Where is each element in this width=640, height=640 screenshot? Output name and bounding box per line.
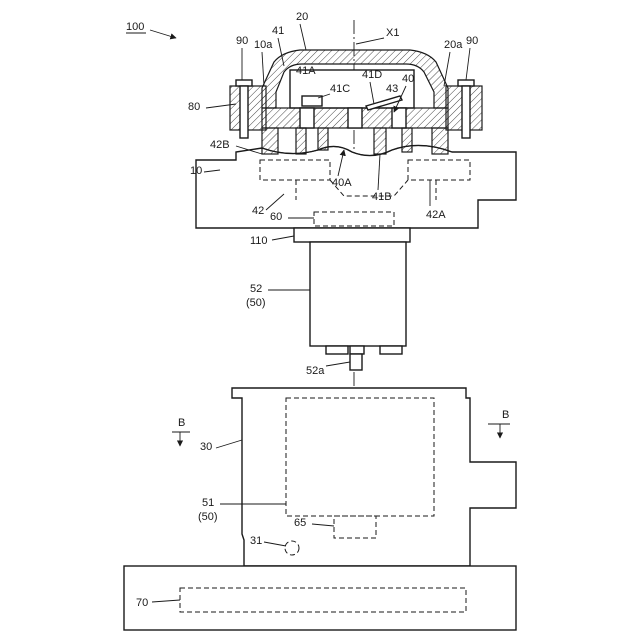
body-30	[232, 388, 516, 566]
plate-110	[294, 228, 410, 242]
label-51: 51	[202, 497, 214, 509]
lead-20	[300, 24, 306, 50]
motor-foot-right	[380, 346, 402, 354]
lead-110	[272, 236, 294, 240]
label-42: 42	[252, 205, 264, 217]
bolt-left-head	[236, 80, 252, 86]
label-10a: 10a	[254, 39, 273, 51]
port-2	[348, 108, 362, 128]
label-110: 110	[250, 235, 268, 247]
label-100: 100	[126, 21, 144, 33]
label-30: 30	[200, 441, 212, 453]
section-left-label: B	[178, 417, 185, 429]
lead-52a	[326, 362, 350, 366]
fin-41B	[374, 128, 386, 154]
fin-2	[296, 128, 306, 154]
port-1	[300, 108, 314, 128]
ref-100: 100	[126, 21, 176, 38]
lead-30	[216, 440, 242, 448]
lead-10a	[262, 52, 264, 86]
housing-10	[196, 145, 516, 228]
fin-left	[262, 128, 278, 154]
label-40-top: 40	[402, 73, 414, 85]
label-41B: 41B	[372, 191, 392, 203]
section-right-label: B	[502, 409, 509, 421]
label-51-sub: (50)	[198, 511, 218, 523]
label-20: 20	[296, 11, 308, 23]
fin-3	[318, 128, 328, 150]
section-marker-right: B	[488, 409, 510, 438]
label-10: 10	[190, 165, 202, 177]
label-31: 31	[250, 535, 262, 547]
fin-5	[402, 128, 412, 152]
lead-20a	[444, 52, 450, 86]
shaft-52a	[350, 354, 362, 370]
fin-right	[432, 128, 448, 154]
label-41A: 41A	[296, 65, 316, 77]
base-70	[124, 566, 516, 630]
label-41: 41	[272, 25, 284, 37]
label-20a: 20a	[444, 39, 463, 51]
label-x1-lead	[356, 38, 384, 44]
label-x1: X1	[386, 27, 399, 39]
label-90-right: 90	[466, 35, 478, 47]
label-65: 65	[294, 517, 306, 529]
bolt-left-shank	[240, 86, 248, 138]
bolt-right-shank	[462, 86, 470, 138]
label-100-arrow	[150, 30, 176, 38]
label-42B: 42B	[210, 139, 230, 151]
label-52a: 52a	[306, 365, 325, 377]
label-70: 70	[136, 597, 148, 609]
label-52-sub: (50)	[246, 297, 266, 309]
label-90-left: 90	[236, 35, 248, 47]
motor-foot-left	[326, 346, 348, 354]
lead-90-right	[466, 48, 470, 80]
label-42A: 42A	[426, 209, 446, 221]
shaft-collar	[350, 346, 364, 354]
motor-52	[310, 242, 406, 346]
label-43: 43	[386, 83, 398, 95]
label-60: 60	[270, 211, 282, 223]
cover-20	[230, 50, 482, 130]
label-40A: 40A	[332, 177, 352, 189]
label-52: 52	[250, 283, 262, 295]
label-80: 80	[188, 101, 200, 113]
section-marker-left: B	[172, 417, 190, 446]
label-41C: 41C	[330, 83, 350, 95]
bolt-right-head	[458, 80, 474, 86]
label-41D: 41D	[362, 69, 382, 81]
